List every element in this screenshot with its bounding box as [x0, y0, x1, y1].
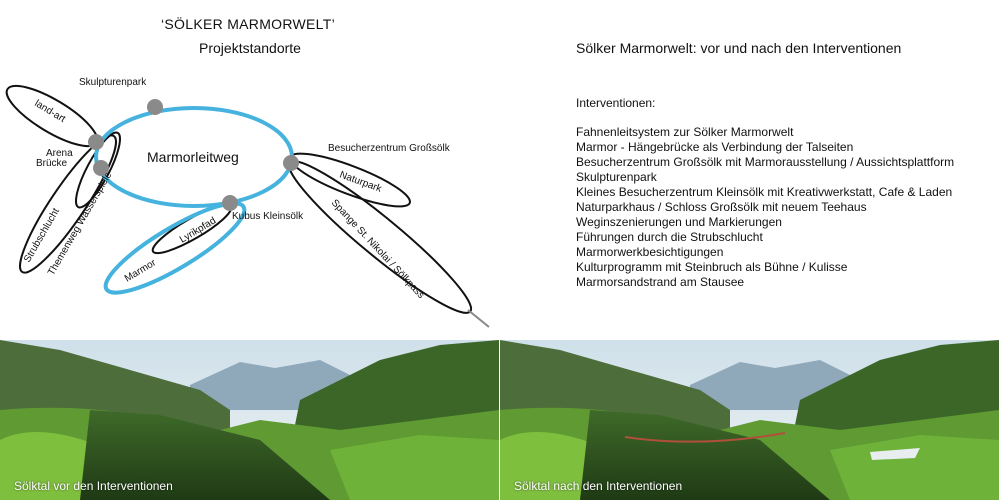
list-item: Skulpturenpark — [576, 170, 657, 184]
spange-tail — [467, 309, 490, 328]
list-item: Weginszenierungen und Markierungen — [576, 215, 782, 229]
list-item: Marmor - Hängebrücke als Verbindung der … — [576, 140, 854, 154]
suspension-bridge — [624, 432, 786, 443]
comparison-title: Sölker Marmorwelt: vor und nach den Inte… — [576, 40, 902, 56]
project-sites-diagram: Marmorleitweg Skulpturenpark land-art Ar… — [5, 77, 490, 328]
label-skulpturenpark: Skulpturenpark — [79, 77, 147, 88]
list-item: Marmorwerkbesichtigungen — [576, 245, 724, 259]
label-center: Marmorleitweg — [147, 149, 239, 165]
strubschlucht-ellipse — [19, 134, 117, 274]
label-land-art: land-art — [32, 98, 67, 125]
photo-before: Sölktal vor den Interventionen — [0, 340, 499, 500]
board-subtitle: Projektstandorte — [199, 40, 301, 56]
node-kubus — [222, 195, 238, 211]
list-item: Besucherzentrum Großsölk mit Marmorausst… — [576, 155, 955, 169]
list-item: Führungen durch die Strubschlucht — [576, 230, 763, 244]
list-item: Kulturprogramm mit Steinbruch als Bühne … — [576, 260, 848, 274]
label-spange: Spange St. Nikolai / Sölkpass — [329, 198, 427, 301]
label-themenweg: Themenweg Wasserspiele — [46, 170, 114, 278]
node-bruecke — [93, 160, 109, 176]
valley-landscape-before — [0, 340, 499, 500]
list-item: Fahnenleitsystem zur Sölker Marmorwelt — [576, 125, 794, 139]
node-besucherzentrum — [283, 155, 299, 171]
photo-after: Sölktal nach den Interventionen — [500, 340, 999, 500]
label-besucherzentrum: Besucherzentrum Großsölk — [328, 143, 451, 154]
node-arena — [88, 134, 104, 150]
list-item: Marmorsandstrand am Stausee — [576, 275, 745, 289]
visitor-centre — [870, 448, 920, 460]
list-item: Kleines Besucherzentrum Kleinsölk mit Kr… — [576, 185, 953, 199]
photo-after-caption: Sölktal nach den Interventionen — [514, 479, 683, 493]
node-skulpturenpark — [147, 99, 163, 115]
label-arena: Arena — [46, 148, 73, 159]
interventions-heading: Interventionen: — [576, 96, 656, 110]
interventions-list: Fahnenleitsystem zur Sölker Marmorwelt M… — [576, 125, 954, 290]
valley-landscape-after — [500, 340, 999, 500]
board-title: ‘SÖLKER MARMORWELT’ — [161, 16, 335, 32]
list-item: Naturparkhaus / Schloss Großsölk mit neu… — [576, 200, 867, 214]
photo-before-caption: Sölktal vor den Interventionen — [14, 479, 173, 493]
label-naturpark: Naturpark — [338, 169, 384, 195]
label-bruecke: Brücke — [36, 158, 68, 169]
label-kubus: Kubus Kleinsölk — [232, 211, 304, 222]
marmor-route — [103, 201, 247, 295]
themenweg-ellipse — [75, 131, 121, 209]
